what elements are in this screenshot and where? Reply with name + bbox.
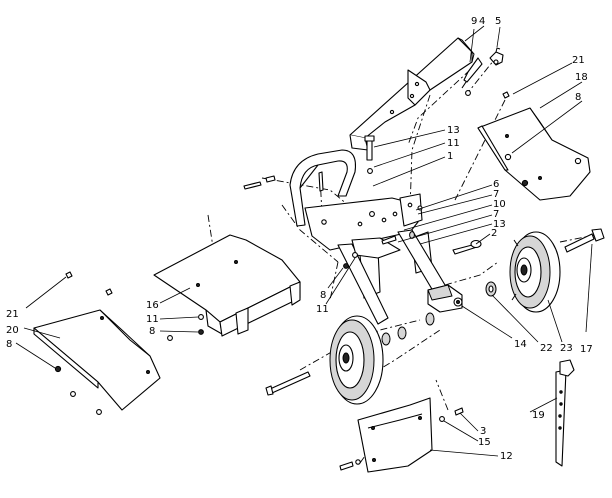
part-wheel-left xyxy=(329,312,435,405)
callout-label: 11 xyxy=(146,314,159,325)
callout-label: 17 xyxy=(580,344,593,355)
callout-label: 8 xyxy=(6,339,12,350)
part-stand-leg xyxy=(555,359,575,467)
callout-label: 10 xyxy=(493,199,506,210)
part-fender-right xyxy=(477,91,591,201)
callout-label: 2 xyxy=(491,228,497,239)
part-wheel-right xyxy=(509,231,561,313)
callout-label: 13 xyxy=(493,219,506,230)
part-axle-block xyxy=(427,284,463,313)
callout-label: 11 xyxy=(316,304,329,315)
callout-label: 7 xyxy=(493,189,499,200)
callout-label: 21 xyxy=(6,309,19,320)
callout-label: 3 xyxy=(480,426,486,437)
callout-label: 18 xyxy=(575,72,588,83)
part-center-shroud xyxy=(153,234,301,337)
callout-label: 22 xyxy=(540,343,553,354)
callout-labels: 4 9 5 21 18 8 13 11 1 6 7 10 7 13 2 8 11… xyxy=(6,16,593,462)
part-axle-bolt xyxy=(564,228,605,253)
callout-label: 8 xyxy=(149,326,155,337)
callout-label: 23 xyxy=(560,343,573,354)
loose-fasteners xyxy=(243,135,464,422)
callout-label: 13 xyxy=(447,125,460,136)
part-fender-left xyxy=(33,271,173,415)
callout-label: 15 xyxy=(478,437,491,448)
leader-lines xyxy=(15,25,593,457)
part-handle xyxy=(349,37,475,151)
part-bolt-and-knob xyxy=(461,47,504,96)
callout-label: 20 xyxy=(6,325,19,336)
callout-label: 4 xyxy=(479,16,485,27)
callout-label: 21 xyxy=(572,55,585,66)
callout-label: 6 xyxy=(493,179,499,190)
callout-label: 5 xyxy=(495,16,501,27)
callout-label: 8 xyxy=(320,290,326,301)
callout-label: 8 xyxy=(575,92,581,103)
callout-label: 19 xyxy=(532,410,545,421)
callout-label: 11 xyxy=(447,138,460,149)
callout-label: 12 xyxy=(500,451,513,462)
part-washer-right xyxy=(485,281,497,297)
part-lower-shield xyxy=(339,397,433,473)
part-main-frame xyxy=(289,149,482,325)
callout-label: 7 xyxy=(493,209,499,220)
callout-label: 9 xyxy=(471,16,477,27)
callout-label: 16 xyxy=(146,300,159,311)
callout-label: 14 xyxy=(514,339,527,350)
callout-label: 1 xyxy=(447,151,453,162)
